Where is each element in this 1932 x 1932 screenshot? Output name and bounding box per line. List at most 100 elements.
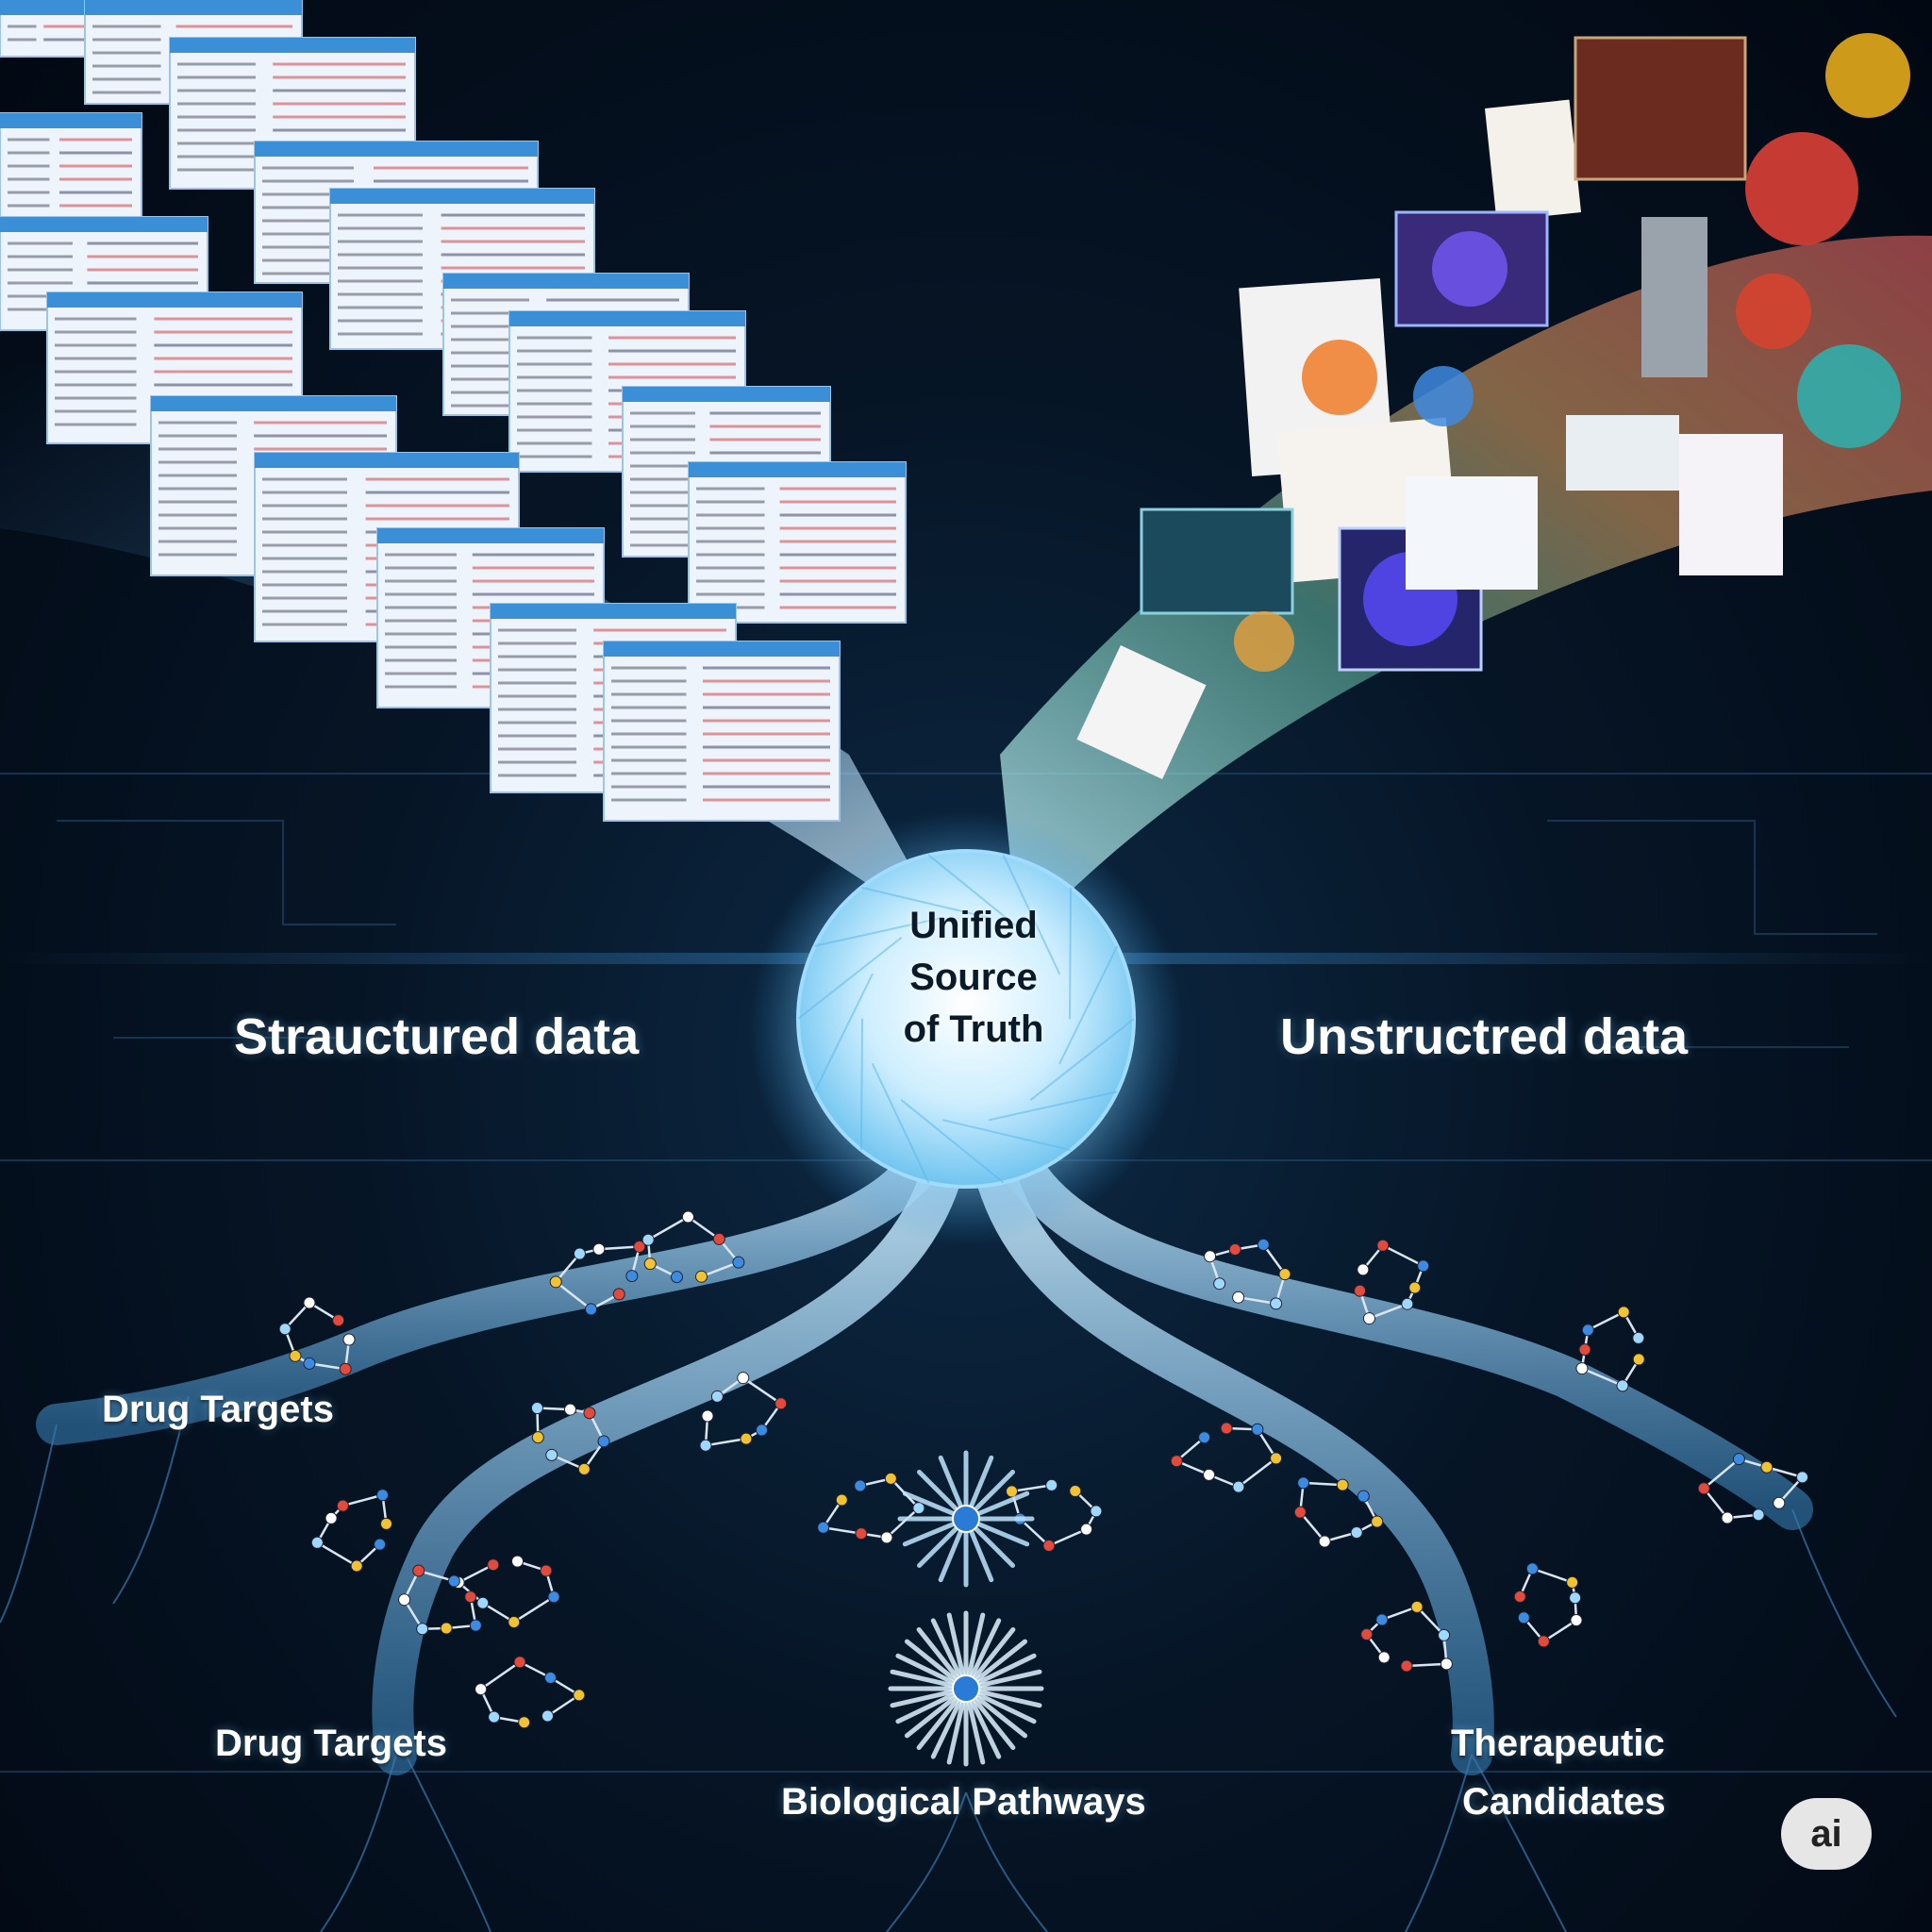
atom	[416, 1623, 429, 1636]
atom	[1410, 1600, 1424, 1613]
bond	[598, 1245, 640, 1251]
bond	[1019, 1518, 1050, 1547]
atom	[1203, 1468, 1216, 1481]
colorful-cell	[1413, 366, 1474, 426]
molecule	[1575, 1306, 1645, 1392]
atom	[303, 1357, 316, 1370]
atom	[1336, 1478, 1349, 1491]
atom	[1170, 1455, 1183, 1468]
atom	[701, 1409, 714, 1423]
bond	[1382, 1244, 1424, 1267]
atom	[756, 1424, 769, 1437]
microscope-image	[1641, 217, 1707, 377]
atom	[1293, 1506, 1307, 1519]
unstructured-data-collage	[1076, 33, 1910, 779]
atom	[1537, 1635, 1550, 1648]
atom	[508, 1615, 521, 1628]
facet-line	[989, 1091, 1118, 1122]
therapeutic-candidates-label-line1: Therapeutic	[1451, 1723, 1665, 1764]
bond	[1581, 1367, 1624, 1388]
atom	[1270, 1452, 1283, 1465]
atom	[699, 1439, 712, 1452]
poster-card	[1679, 434, 1783, 575]
bond	[823, 1526, 862, 1535]
atom	[1350, 1525, 1363, 1539]
atom	[774, 1397, 788, 1410]
atom	[1362, 1312, 1375, 1325]
atom	[712, 1232, 725, 1245]
atom	[1360, 1627, 1374, 1641]
bond	[1703, 1457, 1740, 1490]
atom	[1232, 1480, 1245, 1493]
drug-targets-label-2: Drug Targets	[215, 1723, 447, 1764]
atom	[547, 1591, 560, 1604]
atom	[1440, 1657, 1453, 1671]
atom	[1270, 1297, 1283, 1310]
bond	[1238, 1295, 1276, 1306]
facet-line	[1058, 945, 1119, 1065]
atom	[376, 1489, 390, 1502]
bond	[705, 1437, 747, 1447]
molecule	[699, 1372, 788, 1452]
atom	[530, 1402, 543, 1415]
bond	[1299, 1511, 1326, 1542]
atom	[278, 1323, 291, 1336]
bond	[513, 1595, 555, 1624]
molecule	[1170, 1422, 1283, 1493]
molecule	[817, 1472, 925, 1544]
atom	[612, 1288, 625, 1301]
atom	[1198, 1431, 1211, 1444]
atom	[469, 1619, 482, 1632]
atom	[1204, 1250, 1217, 1263]
atom	[549, 1275, 562, 1289]
bond	[1416, 1606, 1445, 1637]
atom	[511, 1555, 525, 1568]
bond	[555, 1253, 581, 1283]
atom	[476, 1596, 490, 1609]
atom	[1575, 1362, 1589, 1375]
bond	[1406, 1662, 1447, 1668]
bond	[479, 1660, 521, 1690]
facet-line	[1002, 855, 1061, 974]
drug-targets-label-1: Drug Targets	[102, 1389, 334, 1430]
atom	[641, 1233, 655, 1246]
atom	[374, 1538, 387, 1551]
molecule	[641, 1210, 745, 1284]
atom	[336, 1499, 349, 1512]
atom	[1257, 1238, 1270, 1251]
atom	[740, 1432, 753, 1445]
molecule	[310, 1489, 393, 1573]
atom	[1357, 1490, 1370, 1503]
atom	[1069, 1484, 1082, 1497]
atom	[573, 1247, 586, 1260]
bond	[1703, 1487, 1729, 1519]
window-header	[377, 528, 604, 543]
molecule	[1204, 1238, 1291, 1310]
bond	[555, 1280, 592, 1310]
atom	[695, 1270, 708, 1283]
atom	[573, 1689, 586, 1702]
panel-card	[1566, 415, 1679, 491]
atom	[671, 1271, 684, 1284]
atom	[1228, 1243, 1241, 1257]
atom	[487, 1558, 500, 1572]
atom	[1525, 1562, 1539, 1575]
bond	[886, 1507, 920, 1539]
colorful-cell	[1302, 340, 1377, 415]
atom	[350, 1559, 363, 1573]
bond	[1303, 1481, 1343, 1487]
atom	[1760, 1460, 1774, 1474]
atom	[380, 1517, 393, 1530]
atom	[912, 1502, 925, 1515]
atom	[398, 1593, 411, 1607]
facet-line	[900, 1099, 1005, 1184]
flower-center	[952, 1505, 980, 1533]
document-card	[1484, 99, 1582, 222]
bond	[1381, 1606, 1418, 1622]
data-window	[688, 461, 907, 624]
hub-line-2: Source	[909, 957, 1038, 998]
biological-pathways-label: Biological Pathways	[781, 1781, 1146, 1823]
atom	[440, 1622, 453, 1635]
hub-facets	[797, 854, 1135, 1184]
